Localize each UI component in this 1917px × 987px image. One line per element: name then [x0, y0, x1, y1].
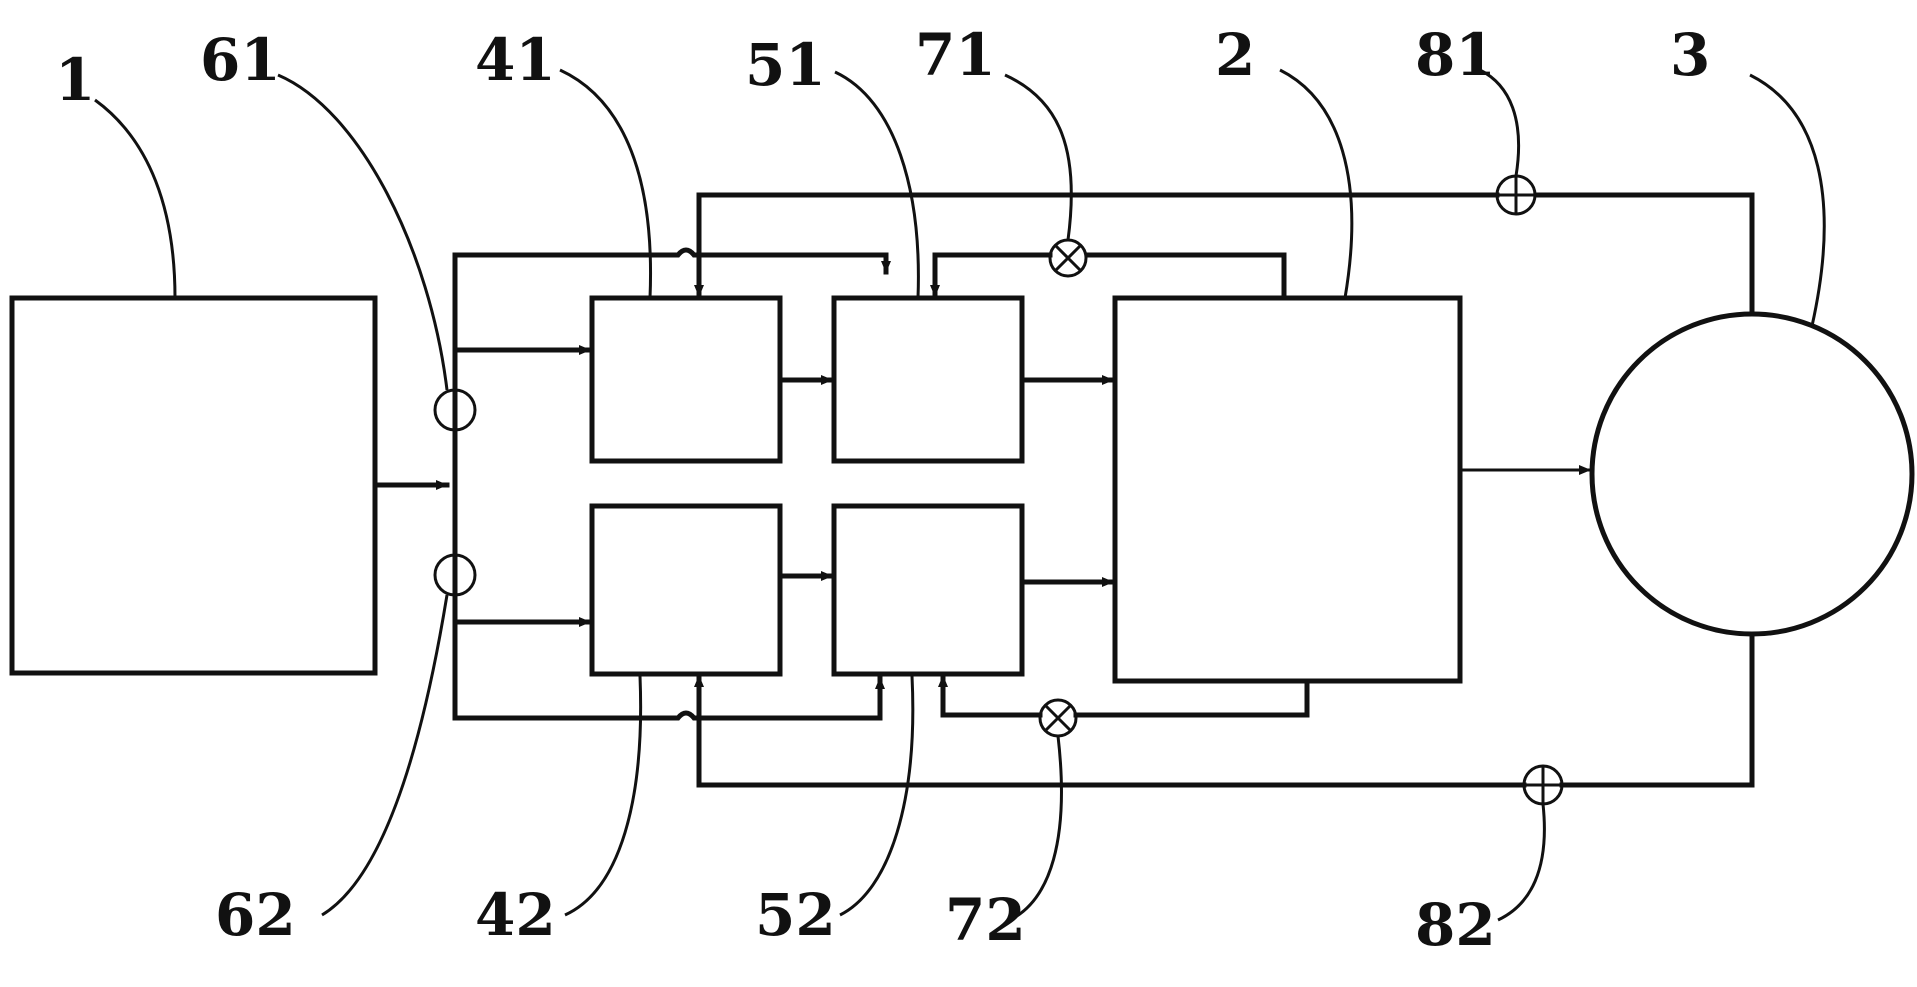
label-62: 62	[215, 881, 296, 949]
leader-61	[277, 73, 449, 391]
leader-42	[564, 675, 643, 917]
block-42	[589, 503, 783, 677]
label-71: 71	[915, 21, 996, 89]
label-3: 3	[1670, 21, 1710, 89]
block-52	[831, 503, 1025, 677]
label-82: 82	[1415, 891, 1496, 959]
wire-2-bottom-to-72	[1073, 678, 1310, 718]
wire-bus-top-to-51	[452, 247, 891, 275]
leader-51	[834, 70, 920, 299]
block-51	[831, 295, 1025, 464]
label-51: 51	[745, 31, 826, 99]
wire-3-top-to-81	[1533, 192, 1755, 317]
label-41: 41	[475, 26, 556, 94]
leader-82	[1497, 803, 1546, 922]
label-2: 2	[1215, 21, 1255, 89]
label-52: 52	[755, 881, 836, 949]
wire-82-to-42	[694, 673, 1527, 788]
sensor-61-circle	[433, 388, 477, 432]
label-81: 81	[1415, 21, 1496, 89]
leader-71	[1004, 73, 1073, 241]
leader-52	[839, 675, 915, 917]
label-1: 1	[55, 46, 95, 114]
leader-62	[321, 594, 449, 917]
leader-81	[1479, 68, 1521, 177]
label-42: 42	[475, 881, 556, 949]
sensor-81-plus	[1497, 176, 1535, 214]
leader-1	[94, 98, 177, 299]
block-2	[1112, 295, 1463, 684]
wire-2-top-to-71	[1084, 252, 1287, 301]
wire-81-to-41	[694, 192, 1500, 299]
wire-bus-bottom-to-52	[452, 675, 885, 721]
block-1	[9, 295, 378, 676]
leader-72	[1009, 735, 1063, 922]
sensor-62-circle	[433, 553, 477, 597]
sensor-71-cross	[1054, 244, 1082, 272]
block-41	[589, 295, 783, 464]
wire-72-to-52	[938, 673, 1043, 718]
wire-3-bottom-to-82	[1559, 631, 1755, 788]
label-72: 72	[945, 886, 1026, 954]
leader-3	[1749, 73, 1826, 327]
sensor-72-cross	[1044, 704, 1072, 732]
leader-41	[559, 68, 653, 299]
label-61: 61	[200, 26, 281, 94]
sensor-82-plus	[1524, 766, 1562, 804]
wire-71-to-51	[930, 252, 1053, 299]
leader-2	[1279, 68, 1354, 299]
block-3-circle	[1589, 311, 1915, 637]
